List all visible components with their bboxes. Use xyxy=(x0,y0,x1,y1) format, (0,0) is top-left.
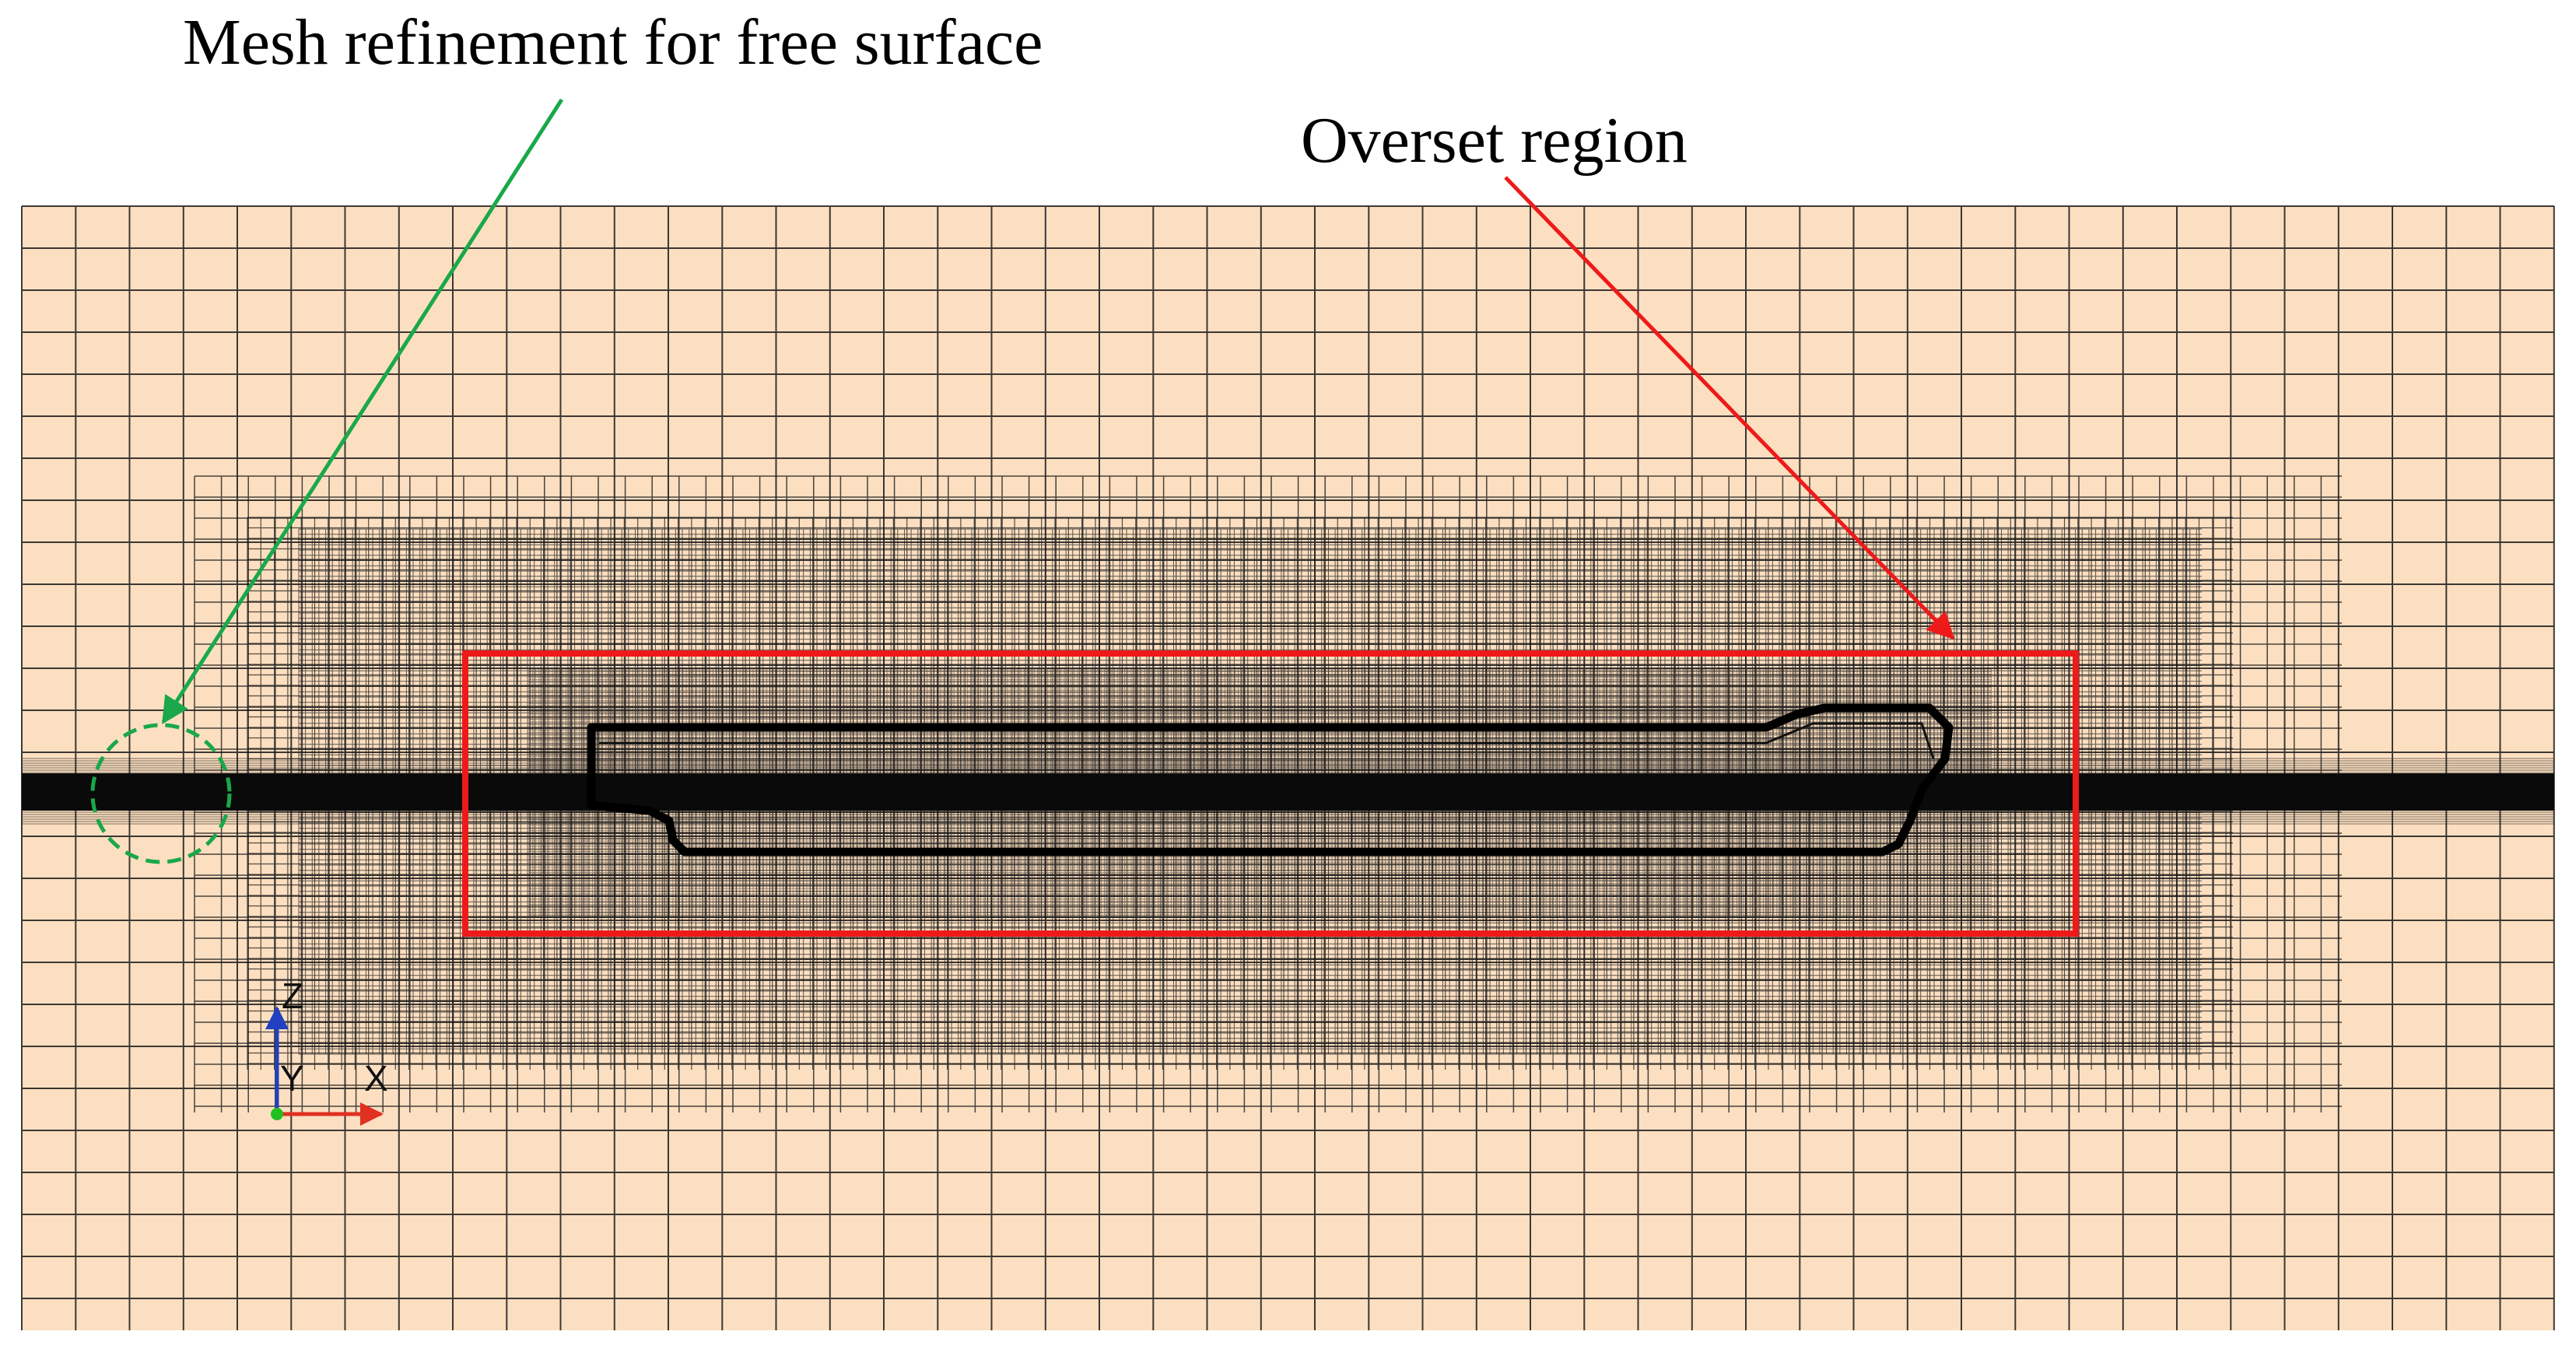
overset-label: Overset region xyxy=(1301,104,1688,177)
free-surface-band xyxy=(22,773,2554,811)
ship-hull-outline xyxy=(587,703,1954,857)
z-axis-label: Z xyxy=(282,976,303,1016)
overset-arrow xyxy=(1504,176,1955,640)
y-axis-dot xyxy=(271,1108,283,1120)
x-axis-label: X xyxy=(364,1058,388,1098)
free-surface-transition xyxy=(22,758,2554,825)
y-axis-label: Y xyxy=(280,1058,304,1098)
free-surface-transition-lines xyxy=(22,758,2554,825)
axes-triad: Z Y X xyxy=(265,976,388,1126)
free-surface-marker-circle xyxy=(90,723,232,864)
ship-hull-inner xyxy=(599,722,1935,759)
free-surface-label: Mesh refinement for free surface xyxy=(183,6,1043,79)
free-surface-arrow xyxy=(161,98,564,724)
overset-region-box xyxy=(462,650,2079,937)
